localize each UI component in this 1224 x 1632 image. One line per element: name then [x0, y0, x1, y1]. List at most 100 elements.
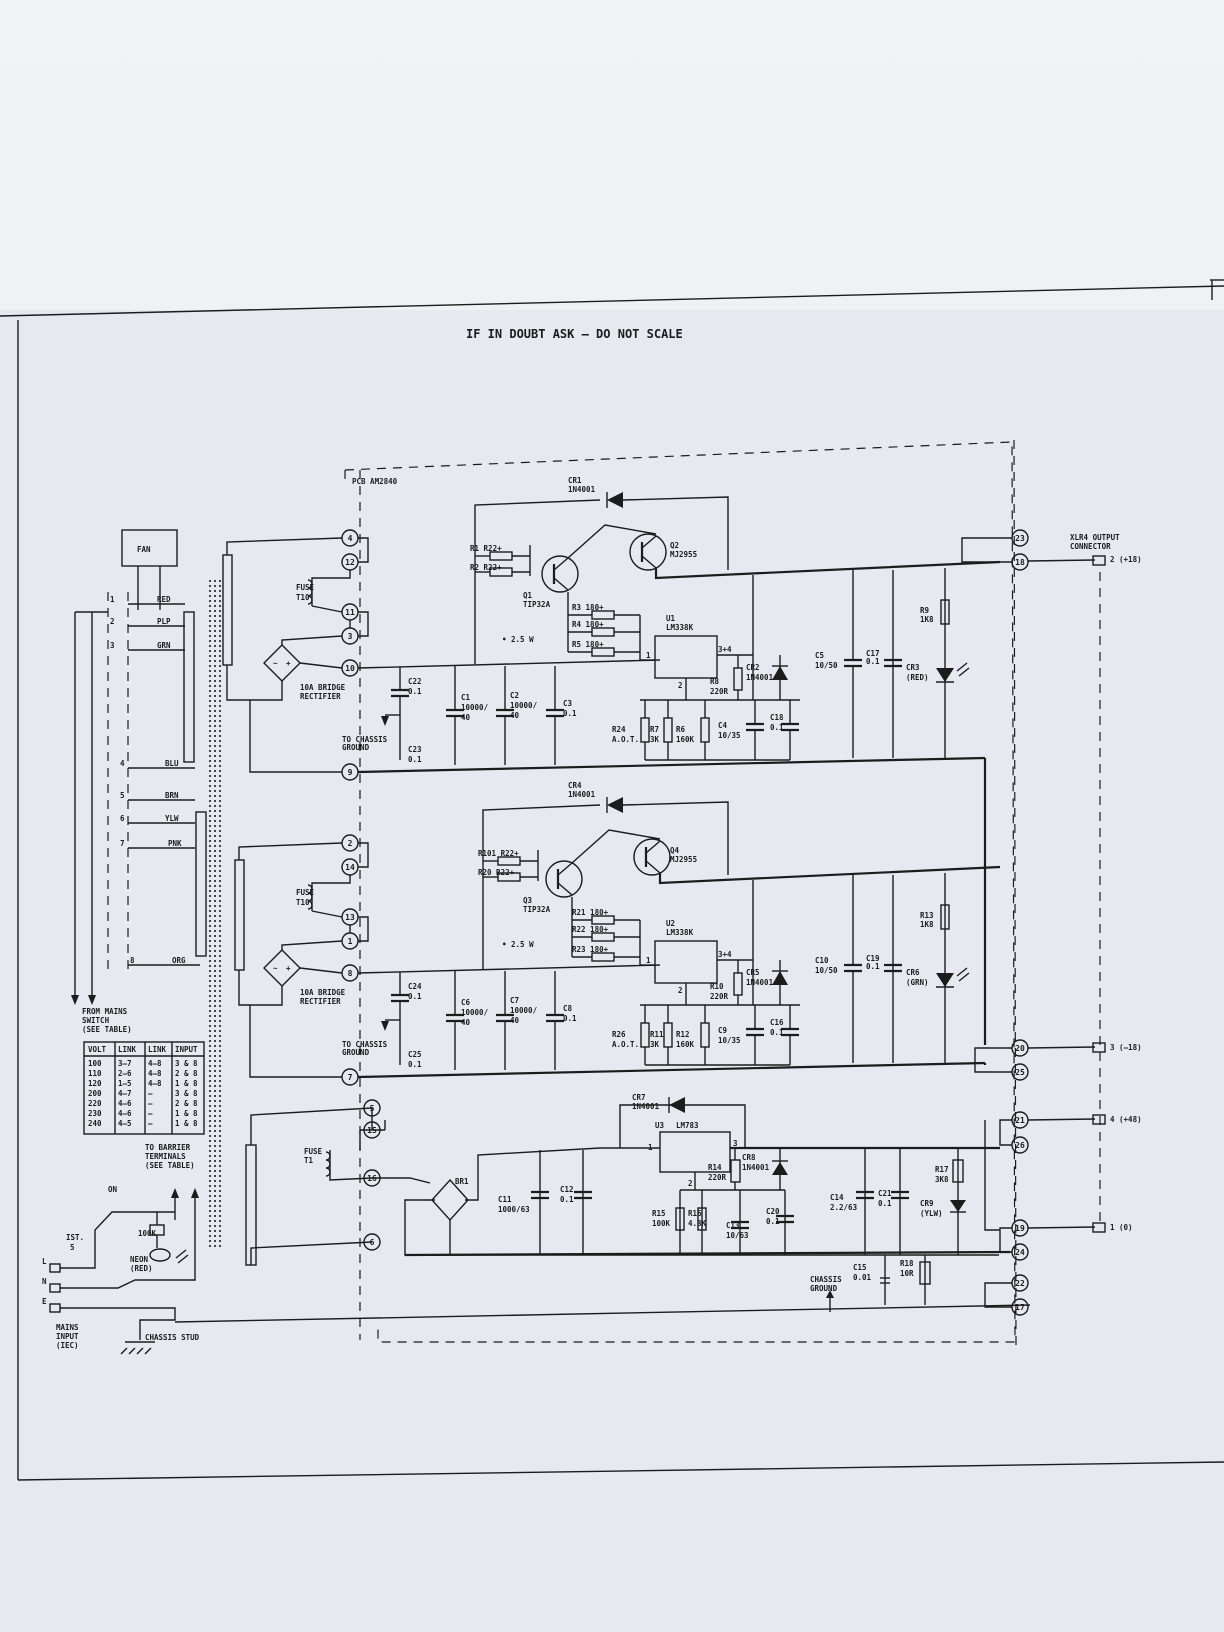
pcb-terminal — [363, 1121, 381, 1139]
table-cell: 4–7 — [118, 1089, 132, 1098]
resistor-label: 100K — [138, 1229, 157, 1238]
diode-cr-value: 1N4001 — [568, 790, 596, 799]
svg-text:+: + — [286, 964, 291, 973]
resistor-r15 — [675, 1207, 685, 1231]
chassis-stud-label: CHASSIS STUD — [145, 1333, 200, 1342]
c5-value: 10/50 — [815, 661, 838, 670]
pcb-terminal-number: 12 — [345, 558, 355, 567]
bridge-rectifier — [263, 949, 301, 987]
pcb-terminal — [1011, 1136, 1029, 1154]
regulator-value: LM338K — [666, 928, 694, 937]
switch-pin: 3 — [110, 641, 115, 650]
to-chassis-label: TO CHASSIS — [342, 735, 388, 744]
bridge-br1 — [431, 1178, 469, 1222]
c-in-value: 0.1 — [408, 992, 422, 1001]
regulator-pin: 2 — [678, 681, 683, 690]
pcb-terminal-number: 2 — [348, 839, 353, 848]
r-led-value: 1K8 — [920, 615, 934, 624]
pcb-terminal — [1011, 1298, 1029, 1316]
r7-label: R11 — [650, 1030, 664, 1039]
resistor-r7 — [663, 717, 673, 743]
drawing-note: IF IN DOUBT ASK – DO NOT SCALE — [466, 327, 683, 341]
pcb-terminal-number: 1 — [348, 937, 353, 946]
output-wiring — [961, 537, 1106, 1308]
transistor-q2-label: Q4 — [670, 846, 680, 855]
c3-value: 0.1 — [563, 1014, 577, 1023]
c2-label: C2 — [510, 691, 519, 700]
pcb-terminal — [363, 1233, 381, 1251]
pcb-outline — [344, 439, 1017, 1346]
resistor-r6 — [700, 1022, 710, 1048]
transistor-q2-label: Q2 — [670, 541, 679, 550]
pcb-terminal-number: 15 — [367, 1126, 377, 1135]
transistor-q-power — [629, 533, 667, 571]
c4-value: 10/35 — [718, 731, 741, 740]
r14-label: R14 — [708, 1163, 722, 1172]
pcb-terminal — [1011, 553, 1029, 571]
resistor-r7 — [663, 1022, 673, 1048]
pcb-terminal-number: 22 — [1015, 1279, 1025, 1288]
diode-cr2 — [772, 666, 788, 680]
c2-value: 10000/ — [510, 1006, 538, 1015]
c3-label: C8 — [563, 1004, 573, 1013]
table-cell: 4–5 — [118, 1119, 132, 1128]
c18-value: 0.1 — [770, 1028, 784, 1037]
output-pin: 2 (+18) — [1110, 555, 1142, 564]
diode-cr-label: CR1 — [568, 476, 582, 485]
r8-value: 220R — [710, 992, 729, 1001]
r7-label: R7 — [650, 725, 659, 734]
r8-label: R10 — [710, 982, 724, 991]
pcb-terminal-number: 23 — [1015, 534, 1025, 543]
resistor-r24 — [640, 1022, 650, 1048]
pcb-terminal-number: 21 — [1015, 1116, 1025, 1125]
r-adj-label: R24 — [612, 725, 626, 734]
c11-value: 1000/63 — [498, 1205, 530, 1214]
transistor-q-power — [633, 838, 671, 876]
regulator-pin: 3+4 — [718, 645, 732, 654]
c18-label: C16 — [770, 1018, 784, 1027]
diode-cr-value: 1N4001 — [568, 485, 596, 494]
pcb-terminal-number: 11 — [345, 608, 355, 617]
table-cell: 3–7 — [118, 1059, 132, 1068]
table-cell: 2 & 8 — [175, 1069, 198, 1078]
resistor-rb1 — [489, 551, 513, 561]
regulator-pin: 2 — [678, 986, 683, 995]
resistor-re-label: R3 180+ — [572, 603, 604, 612]
neon-label: NEON — [130, 1255, 149, 1264]
mains-pin-e: E — [42, 1297, 47, 1306]
output-pin: 3 (–18) — [1110, 1043, 1142, 1052]
c1-label: C1 — [461, 693, 471, 702]
c15-value: 0.01 — [853, 1273, 872, 1282]
pcb-terminal — [1011, 1219, 1029, 1237]
table-cell: 100 — [88, 1059, 102, 1068]
table-cell: 4–6 — [118, 1109, 132, 1118]
resistor-re-label: R22 180+ — [572, 925, 609, 934]
transistor-q2-value: MJ2955 — [670, 855, 697, 864]
c17-value: 0.1 — [866, 962, 880, 971]
resistor-r8 — [733, 972, 743, 996]
table-cell: 1 & 8 — [175, 1119, 198, 1128]
mains-input-label: INPUT — [56, 1332, 79, 1341]
resistor-r8 — [733, 667, 743, 691]
pcb-terminal — [1011, 1274, 1029, 1292]
c13-label: C13 — [726, 1221, 740, 1230]
u3-label: U3 — [655, 1121, 665, 1130]
fuse — [325, 1151, 331, 1177]
transistor-q1-value: TIP32A — [523, 600, 551, 609]
cr7-value: 1N4001 — [632, 1102, 660, 1111]
r6-label: R12 — [676, 1030, 690, 1039]
c2-value: 10000/ — [510, 701, 538, 710]
pcb-terminal-number: 17 — [1015, 1303, 1025, 1312]
r-adj-label: R26 — [612, 1030, 626, 1039]
resistor-re-label: R5 180+ — [572, 640, 604, 649]
c13-value: 10/63 — [726, 1231, 749, 1240]
cr9-label: CR9 — [920, 1199, 934, 1208]
table-cell: 200 — [88, 1089, 102, 1098]
pcb-terminal — [1011, 1243, 1029, 1261]
resistor-re-label: R4 180+ — [572, 620, 604, 629]
pcb-terminal-number: 4 — [348, 534, 353, 543]
sheet-border — [0, 279, 1224, 1481]
table-cell: – — [148, 1109, 153, 1118]
fuse-label: FUSE — [296, 583, 315, 592]
